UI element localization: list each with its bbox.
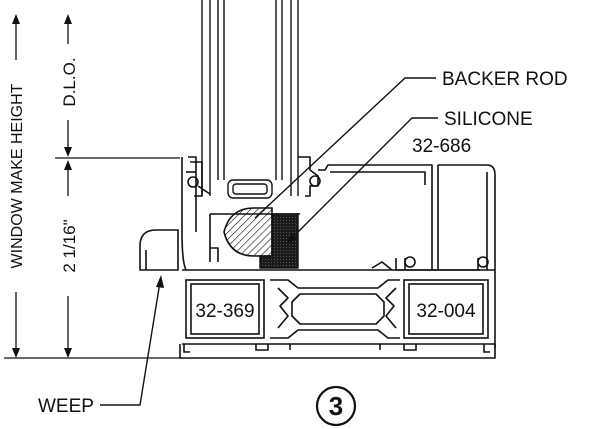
dimension-sill-height xyxy=(64,160,72,358)
callout-silicone: SILICONE xyxy=(444,109,533,130)
dimension-window-make-height xyxy=(12,14,20,358)
leader-silicone xyxy=(287,117,438,243)
callout-weep: WEEP xyxy=(38,396,94,417)
silicone-seal xyxy=(259,213,299,269)
profile-label-right: 32-004 xyxy=(416,301,476,322)
weep-cap xyxy=(139,229,179,271)
detail-number-bubble: 3 xyxy=(315,385,357,427)
right-chamber xyxy=(403,279,489,339)
label-window-make-height: WINDOW MAKE HEIGHT xyxy=(9,83,26,268)
setting-block xyxy=(227,179,273,199)
callout-backer-rod: BACKER ROD xyxy=(442,69,568,90)
sill-frame-outline xyxy=(179,156,496,359)
glazing-unit xyxy=(201,0,299,196)
extension-lines xyxy=(4,157,182,359)
leader-backer-rod xyxy=(254,77,436,219)
left-chamber xyxy=(185,279,265,339)
label-sill-height: 2 1/16" xyxy=(60,219,79,272)
sill-feet xyxy=(183,344,490,353)
leader-weep xyxy=(100,275,164,406)
profile-label-left: 32-369 xyxy=(195,301,254,322)
dimension-dlo xyxy=(64,14,72,157)
thermal-break xyxy=(270,261,400,339)
detail-number: 3 xyxy=(329,391,343,421)
backer-rod xyxy=(223,207,273,257)
label-dlo: D.L.O. xyxy=(60,57,79,106)
callout-sill-part: 32-686 xyxy=(412,136,471,157)
